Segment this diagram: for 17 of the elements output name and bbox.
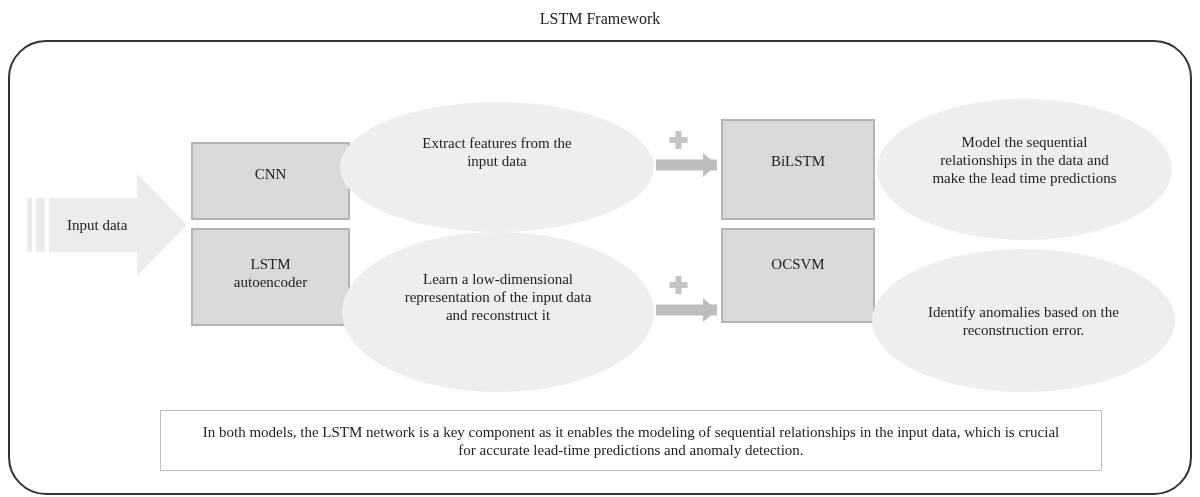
node-label: Input data: [67, 216, 128, 234]
node-label: LSTM autoencoder: [232, 255, 309, 291]
node-label: Identify anomalies based on the reconstruction error.: [927, 302, 1120, 339]
note-text: In both models, the LSTM network is a key component as it enables the modeling of sequential relationships in the input data, which is crucial for accurate lead-time predictions and anomaly detection.: [201, 422, 1061, 459]
framework-container: [8, 40, 1192, 495]
process-box: [721, 228, 875, 323]
diagram-title: LSTM Framework: [538, 10, 662, 28]
node-label: CNN: [253, 165, 288, 183]
process-box: [191, 228, 350, 326]
node-label: Learn a low-dimensional representation of the input data and reconstruct it: [403, 270, 593, 324]
node-label: Extract features from the input data: [421, 134, 573, 170]
node-label: OCSVM: [770, 254, 826, 273]
note-box: [160, 410, 1102, 471]
node-label: Model the sequential relationships in the data and make the lead time predictions: [931, 132, 1118, 187]
process-box: [721, 119, 875, 220]
process-box: [191, 142, 350, 220]
node-label: BiLSTM: [769, 151, 827, 170]
